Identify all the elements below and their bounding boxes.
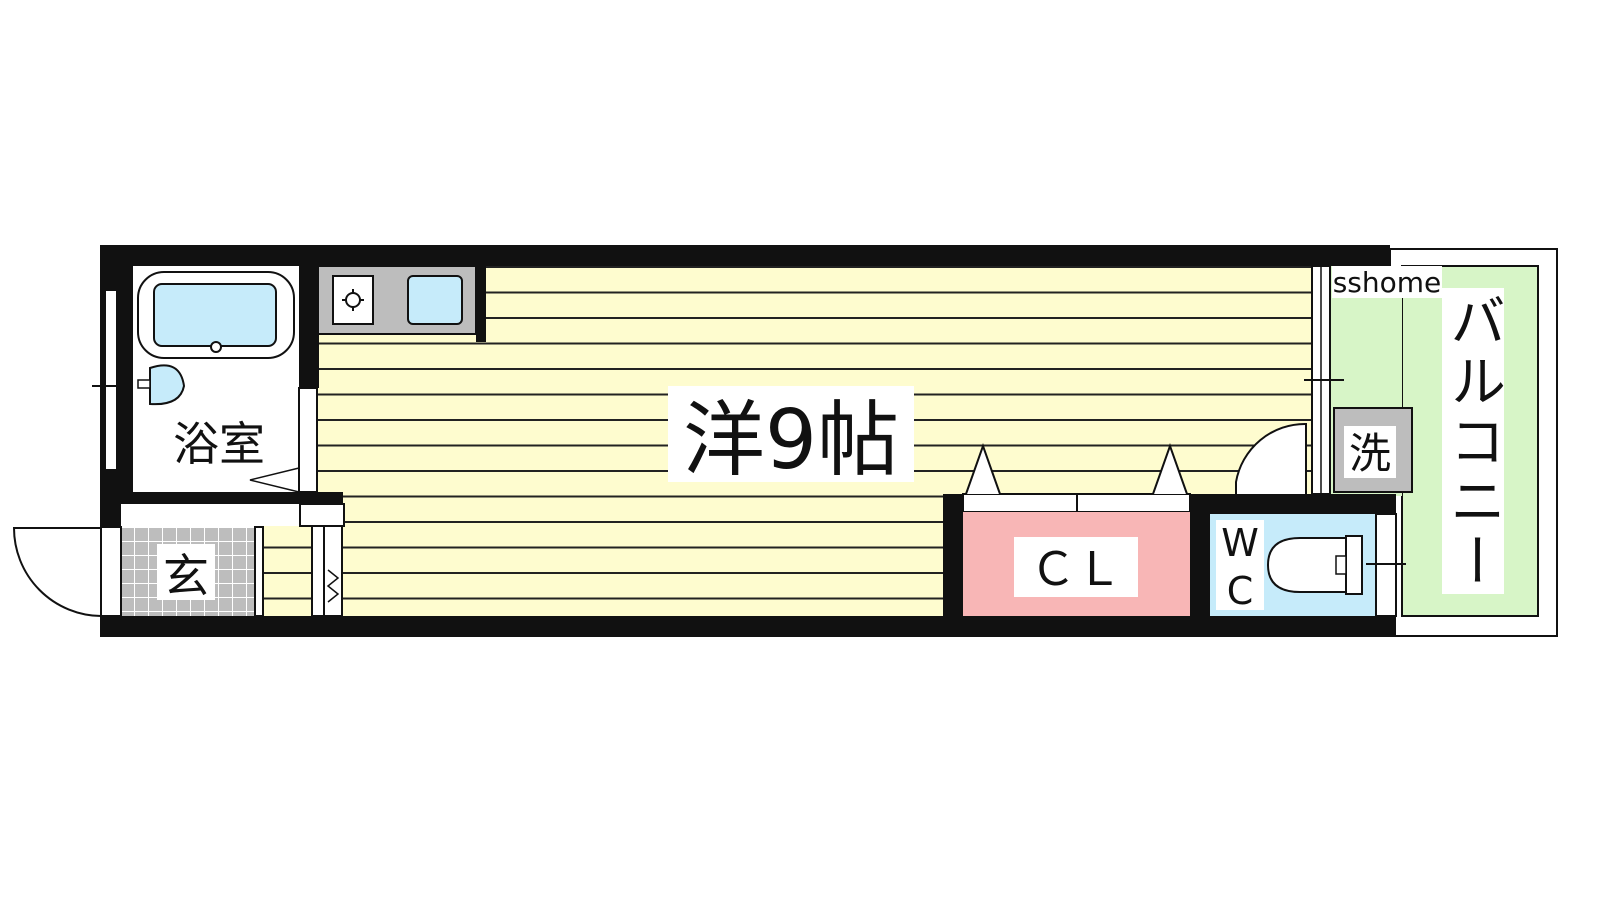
- bathroom: 浴室: [92, 266, 343, 504]
- toilet: W C: [1210, 422, 1406, 617]
- bathroom-label: 浴室: [173, 417, 265, 471]
- closet-door-right-icon: [1152, 443, 1188, 495]
- kitchen: [317, 265, 486, 342]
- stove-icon: [332, 275, 374, 325]
- closet-door-left-icon: [965, 443, 1001, 495]
- western-room-label: 洋9帖: [683, 393, 899, 488]
- watermark: sshome: [1333, 266, 1442, 299]
- balcony-label: バルコニー: [1441, 292, 1506, 592]
- toilet-icon: [1266, 535, 1363, 595]
- laundry: 洗: [1333, 407, 1413, 493]
- toilet-door-icon: [1235, 422, 1307, 494]
- hallway-fixtures: [299, 503, 345, 617]
- entrance-door-icon: [12, 527, 102, 618]
- sink-icon: [407, 275, 463, 325]
- balcony-window: [1304, 265, 1344, 495]
- entrance-label: 玄: [163, 549, 209, 603]
- closet: ＣＬ: [943, 443, 1210, 616]
- toilet-label-top: W: [1221, 521, 1259, 565]
- closet-label: ＣＬ: [1030, 542, 1122, 596]
- washbasin-icon: [137, 364, 186, 406]
- laundry-label: 洗: [1349, 429, 1391, 478]
- toilet-label-bottom: C: [1227, 569, 1254, 613]
- bathroom-door-icon: [249, 467, 300, 493]
- entrance: 玄: [12, 526, 264, 618]
- bathtub-icon: [137, 271, 295, 359]
